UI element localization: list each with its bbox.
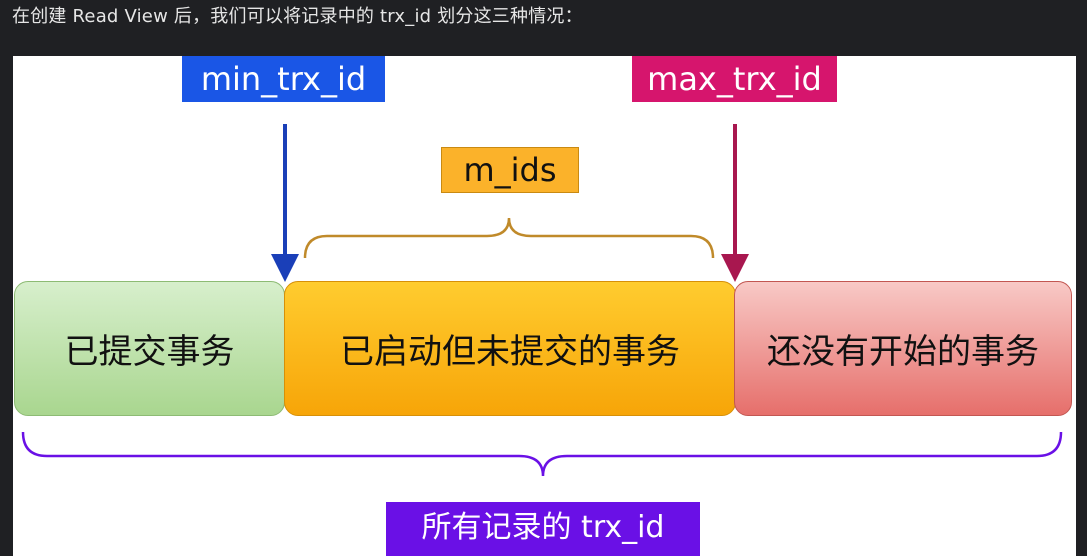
not-started-transactions-label: 还没有开始的事务 <box>767 332 1039 372</box>
max-trx-id-arrow <box>721 124 749 282</box>
m-ids-brace <box>303 217 715 259</box>
active-uncommitted-transactions-box: 已启动但未提交的事务 <box>284 281 736 416</box>
all-records-brace <box>21 431 1063 477</box>
committed-transactions-label: 已提交事务 <box>64 332 235 372</box>
caption-text: 在创建 Read View 后，我们可以将记录中的 trx_id 划分这三种情况… <box>12 6 583 27</box>
diagram-panel: min_trx_id max_trx_id m_ids 已提交事务 已启动但未提… <box>13 56 1076 556</box>
active-uncommitted-transactions-label: 已启动但未提交的事务 <box>340 332 680 372</box>
min-trx-id-arrow <box>271 124 299 282</box>
min-trx-id-label: min_trx_id <box>182 56 385 102</box>
all-records-trx-id-label: 所有记录的 trx_id <box>386 502 700 556</box>
diagram-overlay <box>21 124 1063 477</box>
committed-transactions-box: 已提交事务 <box>14 281 285 416</box>
max-trx-id-label: max_trx_id <box>632 56 837 102</box>
not-started-transactions-box: 还没有开始的事务 <box>734 281 1072 416</box>
m-ids-label: m_ids <box>441 147 579 193</box>
